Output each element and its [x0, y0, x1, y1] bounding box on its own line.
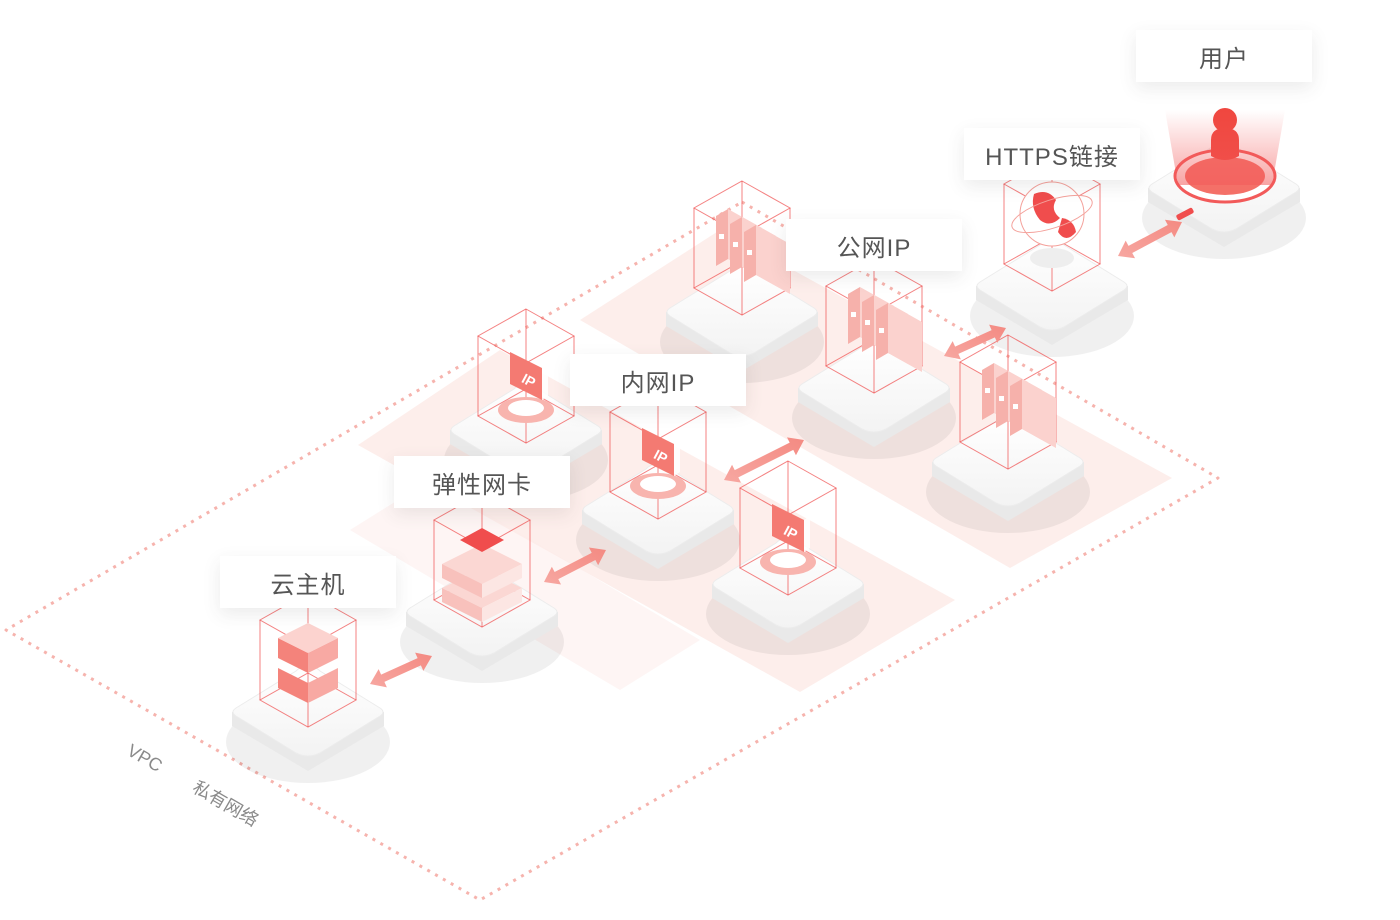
label-public-ip: 公网IP [786, 219, 962, 271]
server-rack-icon-1 [716, 209, 790, 294]
ip-monitor-icon-3: IP [760, 504, 816, 575]
server-rack-icon-2 [848, 287, 922, 372]
double-arrow-eni-cvm [370, 652, 432, 688]
user-port-marker [1176, 207, 1194, 221]
user-beam [1165, 110, 1285, 185]
label-https-link: HTTPS链接 [964, 128, 1140, 180]
double-arrow-public-private [724, 437, 804, 483]
label-eni: 弹性网卡 [394, 456, 570, 508]
label-user: 用户 [1136, 30, 1312, 82]
label-private-ip: 内网IP [570, 354, 746, 406]
ip-monitor-icon-1: IP [498, 352, 554, 423]
double-arrow-https-public [944, 324, 1006, 360]
server-rack-icon-3 [982, 363, 1056, 448]
double-arrow-private-eni [544, 547, 606, 585]
label-cvm: 云主机 [220, 556, 396, 608]
chip-icon [442, 528, 522, 622]
globe-icon [1011, 181, 1093, 268]
host-icon [278, 623, 338, 703]
ip-monitor-icon-2: IP [630, 428, 686, 499]
eni-zone [350, 480, 700, 690]
double-arrow-user-https [1118, 219, 1182, 259]
